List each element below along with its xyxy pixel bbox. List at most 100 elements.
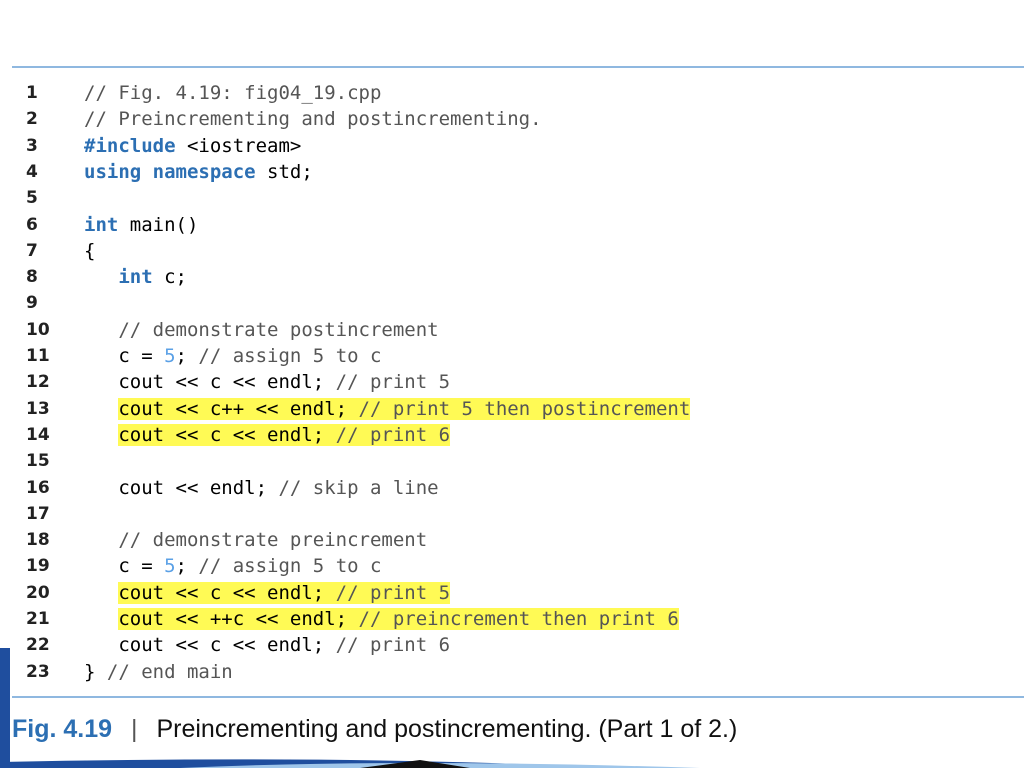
code-text: c = 5; // assign 5 to c [84, 553, 381, 579]
bottom-rule [12, 696, 1024, 698]
code-line: 22 cout << c << endl; // print 6 [0, 632, 1024, 658]
line-number: 14 [26, 424, 50, 445]
code-line: 14 cout << c << endl; // print 6 [0, 422, 1024, 448]
code-text: // demonstrate postincrement [84, 317, 439, 343]
code-token: c = [84, 555, 165, 578]
code-token [141, 161, 152, 183]
line-number: 20 [26, 582, 50, 603]
slide-accent-bar [0, 648, 10, 768]
line-number: 6 [26, 214, 38, 235]
code-token: cout << ++c << endl; [118, 608, 359, 630]
code-comment: // Fig. 4.19: fig04_19.cpp [84, 82, 382, 104]
code-comment: // print 5 then postincrement [358, 397, 691, 420]
code-line: 5 [0, 185, 1024, 211]
line-number: 7 [26, 240, 38, 261]
line-number: 10 [26, 319, 50, 340]
code-token: <iostream> [175, 134, 302, 157]
code-text: cout << ++c << endl; // preincrement the… [84, 606, 679, 632]
highlighted-code: cout << ++c << endl; // preincrement the… [118, 608, 679, 630]
code-line: 12 cout << c << endl; // print 5 [0, 369, 1024, 395]
code-line: 13 cout << c++ << endl; // print 5 then … [0, 396, 1024, 422]
line-number: 12 [26, 372, 50, 393]
code-text: // Preincrementing and postincrementing. [84, 106, 542, 132]
line-number: 11 [26, 346, 50, 366]
code-comment: // print 6 [335, 423, 451, 446]
code-line: 9 [0, 290, 1024, 316]
line-number: 5 [26, 188, 38, 209]
code-text: cout << c << endl; // print 6 [84, 422, 451, 448]
line-number: 3 [26, 135, 38, 156]
code-line: 19 c = 5; // assign 5 to c [0, 553, 1024, 579]
code-keyword: #include [84, 134, 176, 157]
code-token [84, 266, 118, 288]
line-number: 18 [26, 530, 50, 551]
code-token: cout << endl; [84, 476, 279, 499]
line-number: 8 [26, 267, 38, 288]
code-token: { [84, 239, 96, 262]
line-number: 22 [26, 635, 50, 656]
code-line: 15 [0, 448, 1024, 474]
code-line: 20 cout << c << endl; // print 5 [0, 580, 1024, 606]
code-line: 21 cout << ++c << endl; // preincrement … [0, 606, 1024, 632]
code-token: cout << c << endl; [118, 423, 336, 446]
code-text: cout << c << endl; // print 5 [84, 580, 451, 606]
code-text: #include <iostream> [84, 133, 301, 159]
line-number: 2 [26, 109, 38, 130]
line-number: 16 [26, 477, 50, 498]
code-token: main() [118, 213, 199, 236]
code-comment: // skip a line [278, 476, 439, 499]
code-text: } // end main [84, 659, 233, 685]
code-comment: // assign 5 to c [198, 555, 382, 578]
code-text: int c; [84, 264, 187, 290]
code-literal: 5 [164, 555, 176, 578]
line-number: 17 [26, 503, 50, 524]
top-rule [12, 66, 1024, 68]
code-text: int main() [84, 212, 198, 238]
caption-text: Preincrementing and postincrementing. (P… [156, 715, 738, 743]
code-text: cout << c++ << endl; // print 5 then pos… [84, 396, 691, 422]
code-line: 3 #include <iostream> [0, 133, 1024, 159]
code-comment: // Preincrementing and postincrementing. [84, 108, 542, 131]
code-line: 6 int main() [0, 212, 1024, 238]
code-token: ; [175, 555, 199, 578]
code-comment: // preincrement then print 6 [358, 608, 679, 630]
code-token: cout << c << endl; [84, 634, 336, 657]
code-token: c = [84, 345, 165, 367]
caption-label: Fig. 4.19 [12, 715, 113, 743]
highlighted-code: cout << c << endl; // print 6 [118, 423, 451, 446]
code-text: cout << c << endl; // print 5 [84, 369, 450, 395]
slide-swoosh-decoration [0, 759, 700, 768]
code-line: 16 cout << endl; // skip a line [0, 475, 1024, 501]
code-keyword: using [84, 160, 142, 183]
code-text: { [84, 238, 95, 264]
line-number: 13 [26, 398, 50, 419]
code-comment: // demonstrate preincrement [84, 529, 428, 552]
line-number: 15 [26, 451, 50, 472]
code-line: 11 c = 5; // assign 5 to c [0, 343, 1024, 369]
code-line: 4 using namespace std; [0, 159, 1024, 185]
code-line: 17 [0, 501, 1024, 527]
code-line: 1// Fig. 4.19: fig04_19.cpp [0, 80, 1024, 106]
code-keyword: int [84, 213, 119, 236]
line-number: 4 [26, 161, 38, 182]
code-token: cout << c << endl; [118, 581, 336, 604]
code-comment: // end main [106, 660, 233, 683]
code-comment: // print 6 [335, 634, 451, 657]
code-line: 7{ [0, 238, 1024, 264]
code-text: cout << endl; // skip a line [84, 475, 439, 501]
code-comment: // print 5 [335, 371, 451, 394]
highlighted-code: cout << c++ << endl; // print 5 then pos… [118, 397, 691, 420]
code-literal: 5 [164, 345, 176, 367]
code-line: 23} // end main [0, 659, 1024, 685]
code-text: // Fig. 4.19: fig04_19.cpp [84, 80, 381, 106]
code-line: 10 // demonstrate postincrement [0, 317, 1024, 343]
code-text: cout << c << endl; // print 6 [84, 632, 450, 658]
code-token: cout << c++ << endl; [118, 397, 359, 420]
code-token: } [84, 660, 107, 683]
line-number: 19 [26, 556, 50, 577]
line-number: 23 [26, 661, 50, 682]
code-text: // demonstrate preincrement [84, 527, 427, 553]
code-text: using namespace std; [84, 159, 313, 185]
code-comment: // demonstrate postincrement [84, 318, 439, 341]
highlighted-code: cout << c << endl; // print 5 [118, 581, 451, 604]
